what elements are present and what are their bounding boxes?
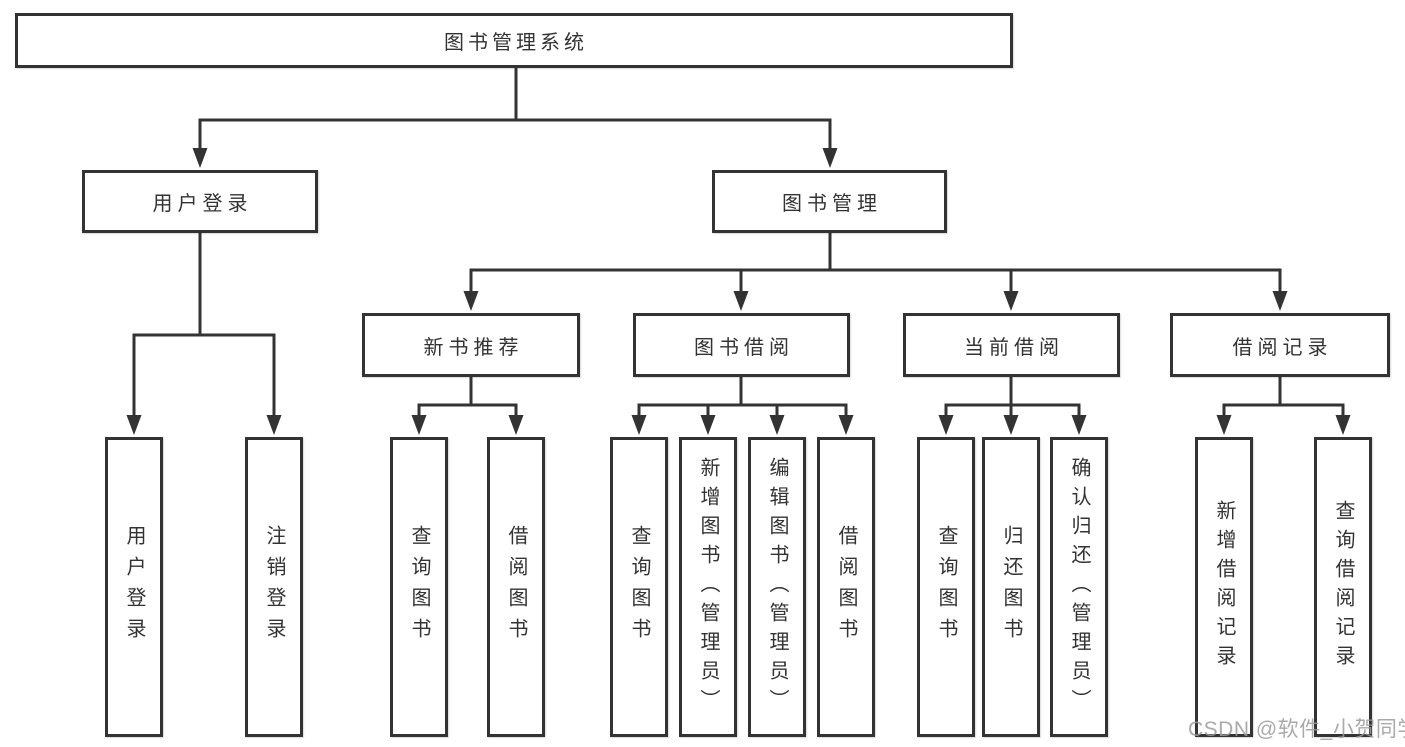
leaf-borrow-book-rec-label: 借阅图书 [505, 525, 527, 649]
leaf-query-book-rec-label: 查询图书 [408, 525, 430, 649]
leaf-add-borrow-record-label: 新增借阅记录 [1213, 500, 1235, 674]
node-book-mgmt-label: 图书管理 [782, 193, 882, 215]
leaf-borrow-book-label: 借阅图书 [835, 525, 857, 649]
node-new-book-rec: 新书推荐 [362, 313, 580, 377]
leaf-add-book-admin-label: 新增图书（管理员） [697, 456, 719, 718]
leaf-edit-book-admin-label: 编辑图书（管理员） [766, 456, 788, 718]
node-user-login: 用户登录 [82, 170, 318, 233]
node-root-label: 图书管理系统 [444, 32, 588, 54]
node-current-borrow-label: 当前借阅 [964, 336, 1064, 359]
leaf-query-book-borrow: 查询图书 [610, 437, 668, 737]
leaf-query-book-borrow-label: 查询图书 [628, 525, 650, 649]
leaf-user-login: 用户登录 [105, 437, 163, 737]
leaf-user-login-label: 用户登录 [123, 525, 145, 649]
node-new-book-rec-label: 新书推荐 [423, 336, 524, 359]
leaf-confirm-return-admin-label: 确认归还（管理员） [1068, 456, 1090, 718]
leaf-query-borrow-record-label: 查询借阅记录 [1332, 500, 1354, 674]
leaf-query-book-current: 查询图书 [917, 437, 975, 737]
leaf-borrow-book-rec: 借阅图书 [487, 437, 545, 737]
leaf-return-book-label: 归还图书 [1000, 525, 1022, 649]
leaf-logout-label: 注销登录 [263, 525, 285, 649]
node-book-mgmt: 图书管理 [712, 170, 947, 233]
leaf-query-borrow-record: 查询借阅记录 [1314, 437, 1372, 737]
leaf-logout: 注销登录 [245, 437, 303, 737]
leaf-add-borrow-record: 新增借阅记录 [1195, 437, 1253, 737]
node-book-borrow-label: 图书借阅 [694, 336, 794, 359]
leaf-borrow-book: 借阅图书 [817, 437, 875, 737]
node-borrow-records-label: 借阅记录 [1232, 336, 1333, 359]
node-user-login-label: 用户登录 [152, 193, 253, 215]
node-root: 图书管理系统 [15, 13, 1013, 68]
leaf-return-book: 归还图书 [982, 437, 1040, 737]
leaf-query-book-current-label: 查询图书 [935, 525, 957, 649]
node-book-borrow: 图书借阅 [633, 313, 850, 377]
node-current-borrow: 当前借阅 [903, 313, 1120, 377]
leaf-edit-book-admin: 编辑图书（管理员） [748, 437, 806, 737]
leaf-query-book-rec: 查询图书 [390, 437, 448, 737]
leaf-add-book-admin: 新增图书（管理员） [679, 437, 737, 737]
leaf-confirm-return-admin: 确认归还（管理员） [1050, 437, 1108, 737]
node-borrow-records: 借阅记录 [1170, 313, 1390, 377]
csdn-watermark: CSDN @软件_小贺同学 [1188, 718, 1405, 741]
